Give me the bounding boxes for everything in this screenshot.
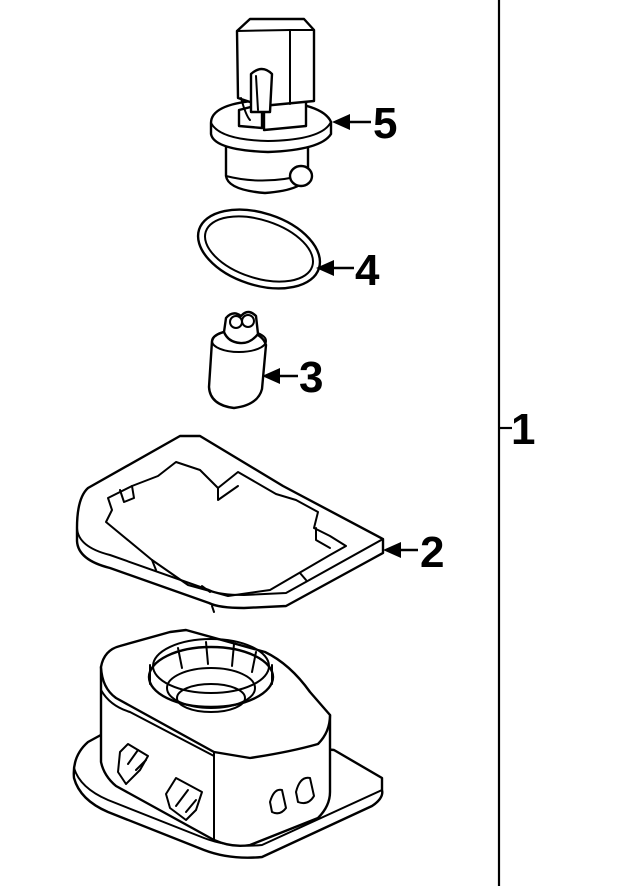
callout-4-label: 4 <box>355 246 380 295</box>
leader-5 <box>332 114 371 130</box>
lens-part <box>75 434 385 613</box>
leader-2 <box>383 542 418 558</box>
leader-3 <box>262 368 298 384</box>
callout-2-label: 2 <box>420 528 444 577</box>
callout-5-label: 5 <box>373 99 397 148</box>
seal-part <box>196 208 322 290</box>
leader-4 <box>316 260 354 276</box>
callout-3-label: 3 <box>299 353 323 402</box>
assembly-frame <box>497 0 512 886</box>
callout-1-label: 1 <box>511 405 535 454</box>
housing-part <box>72 628 384 859</box>
socket-part <box>209 17 333 195</box>
bulb-part <box>207 310 268 410</box>
